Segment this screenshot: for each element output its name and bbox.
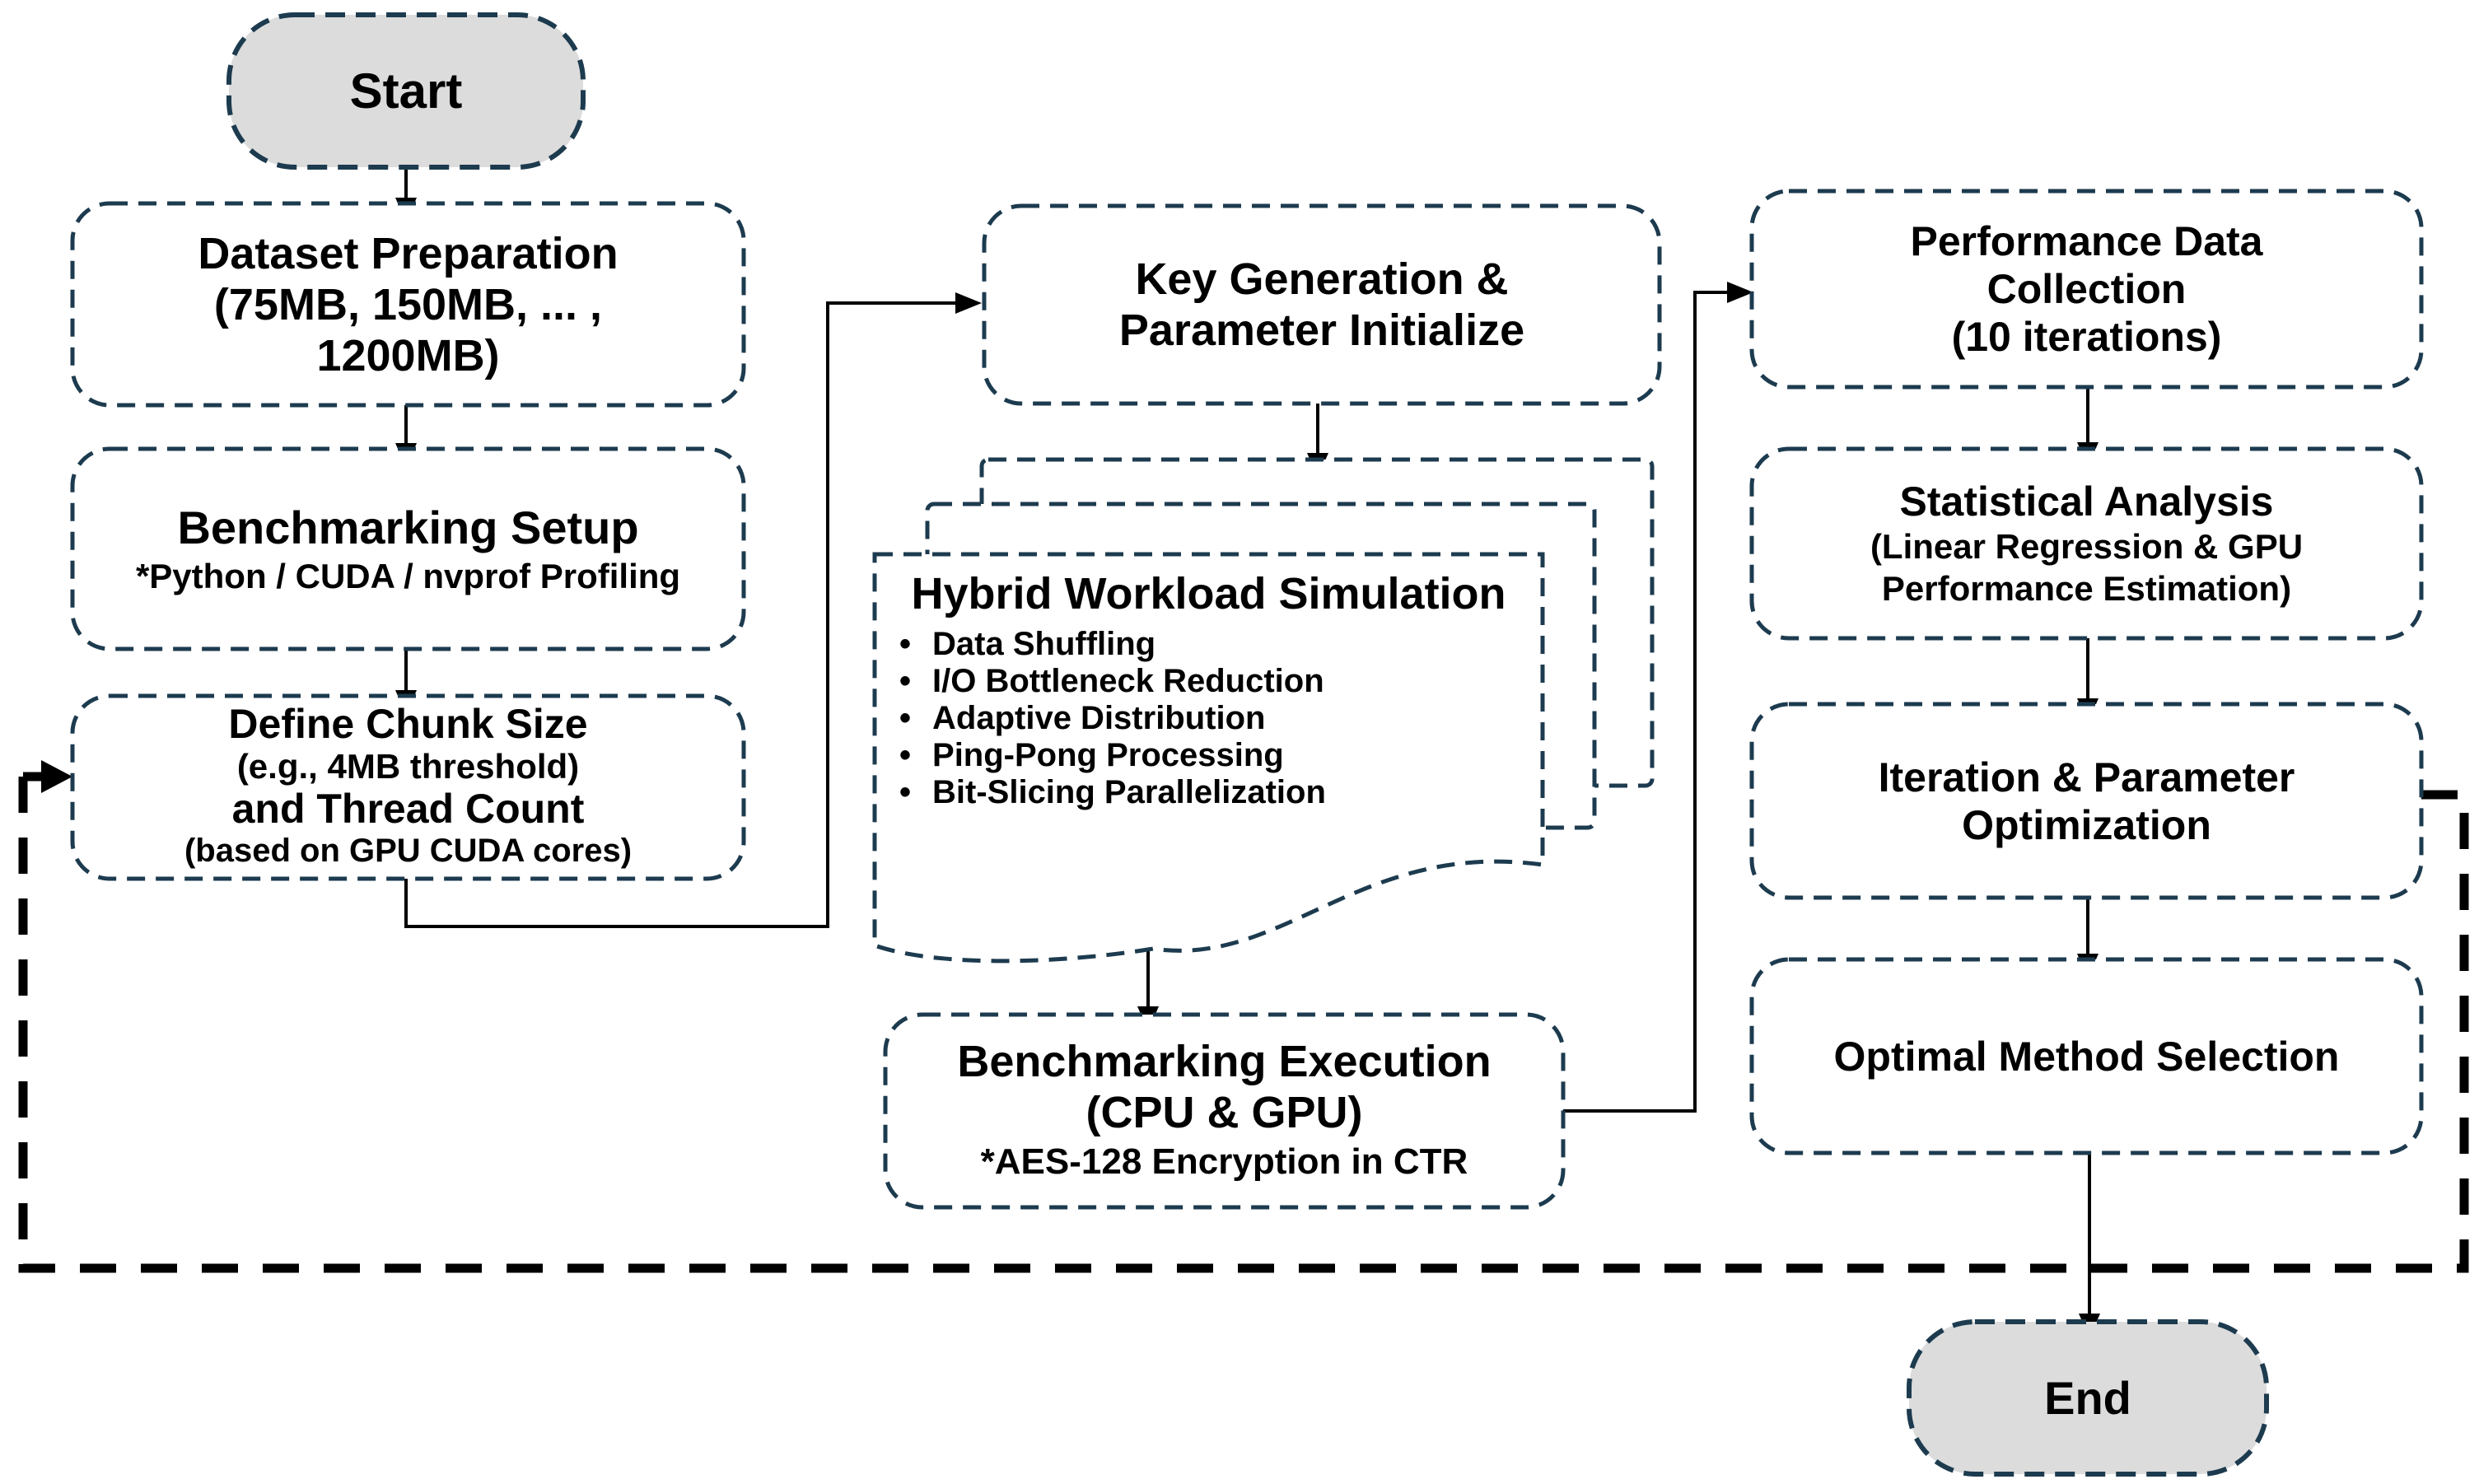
benchmarking-setup-shape <box>70 446 746 651</box>
connector-lines <box>404 167 2091 1314</box>
dataset-preparation-shape <box>70 201 746 408</box>
define-chunk-shape <box>70 693 746 881</box>
iteration-optimization-shape <box>1749 702 2424 900</box>
start-terminal-shape <box>226 12 586 170</box>
feedback-loop-arrowhead <box>41 760 72 793</box>
benchmarking-execution-shape <box>883 1012 1566 1210</box>
statistical-analysis-shape <box>1749 446 2424 641</box>
performance-collection-shape <box>1749 189 2424 390</box>
end-terminal-shape <box>1907 1319 2269 1477</box>
hybrid-stack-front-document-shape <box>872 552 1545 964</box>
optimal-method-shape <box>1749 957 2424 1155</box>
key-generation-shape <box>982 203 1662 406</box>
